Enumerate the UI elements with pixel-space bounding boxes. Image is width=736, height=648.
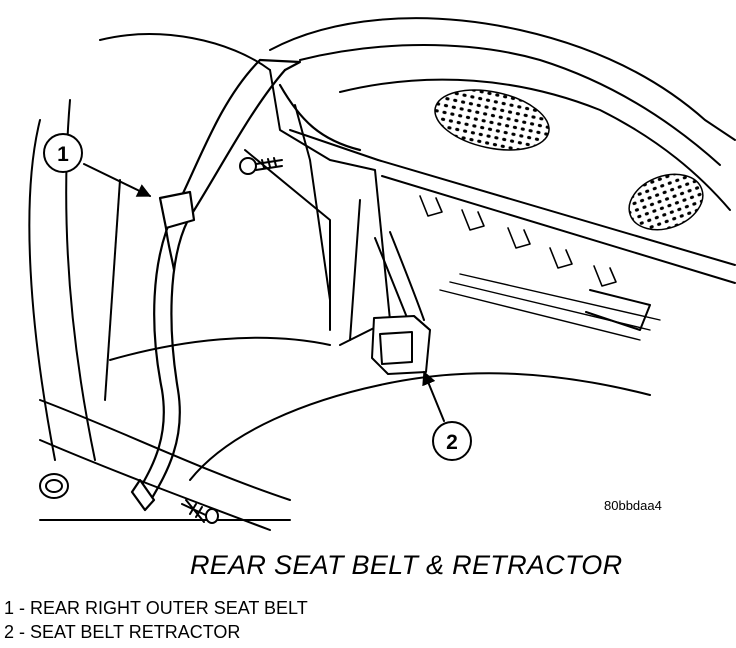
callout-2 bbox=[422, 370, 472, 461]
rear-right-outer-seat-belt bbox=[130, 58, 362, 512]
callout-2-number: 2 bbox=[446, 431, 458, 454]
seat-belt-diagram: 1 2 bbox=[28, 17, 736, 531]
c-pillar-trim bbox=[28, 33, 651, 531]
anchor-bolt bbox=[39, 157, 283, 524]
legend-item: 2 - SEAT BELT RETRACTOR bbox=[4, 622, 241, 642]
shelf-clips bbox=[419, 195, 617, 287]
speaker-grille bbox=[434, 89, 704, 231]
figure-reference-id: 80bbdaa4 bbox=[604, 498, 662, 513]
rear-package-shelf bbox=[269, 17, 736, 341]
callout-1-number: 1 bbox=[57, 143, 69, 166]
legend-item: 1 - REAR RIGHT OUTER SEAT BELT bbox=[4, 598, 308, 618]
callout-1 bbox=[43, 133, 152, 197]
seat-belt-retractor bbox=[371, 231, 431, 375]
figure-title: REAR SEAT BELT & RETRACTOR bbox=[190, 550, 623, 580]
figure-legend: 1 - REAR RIGHT OUTER SEAT BELT 2 - SEAT … bbox=[4, 596, 308, 644]
